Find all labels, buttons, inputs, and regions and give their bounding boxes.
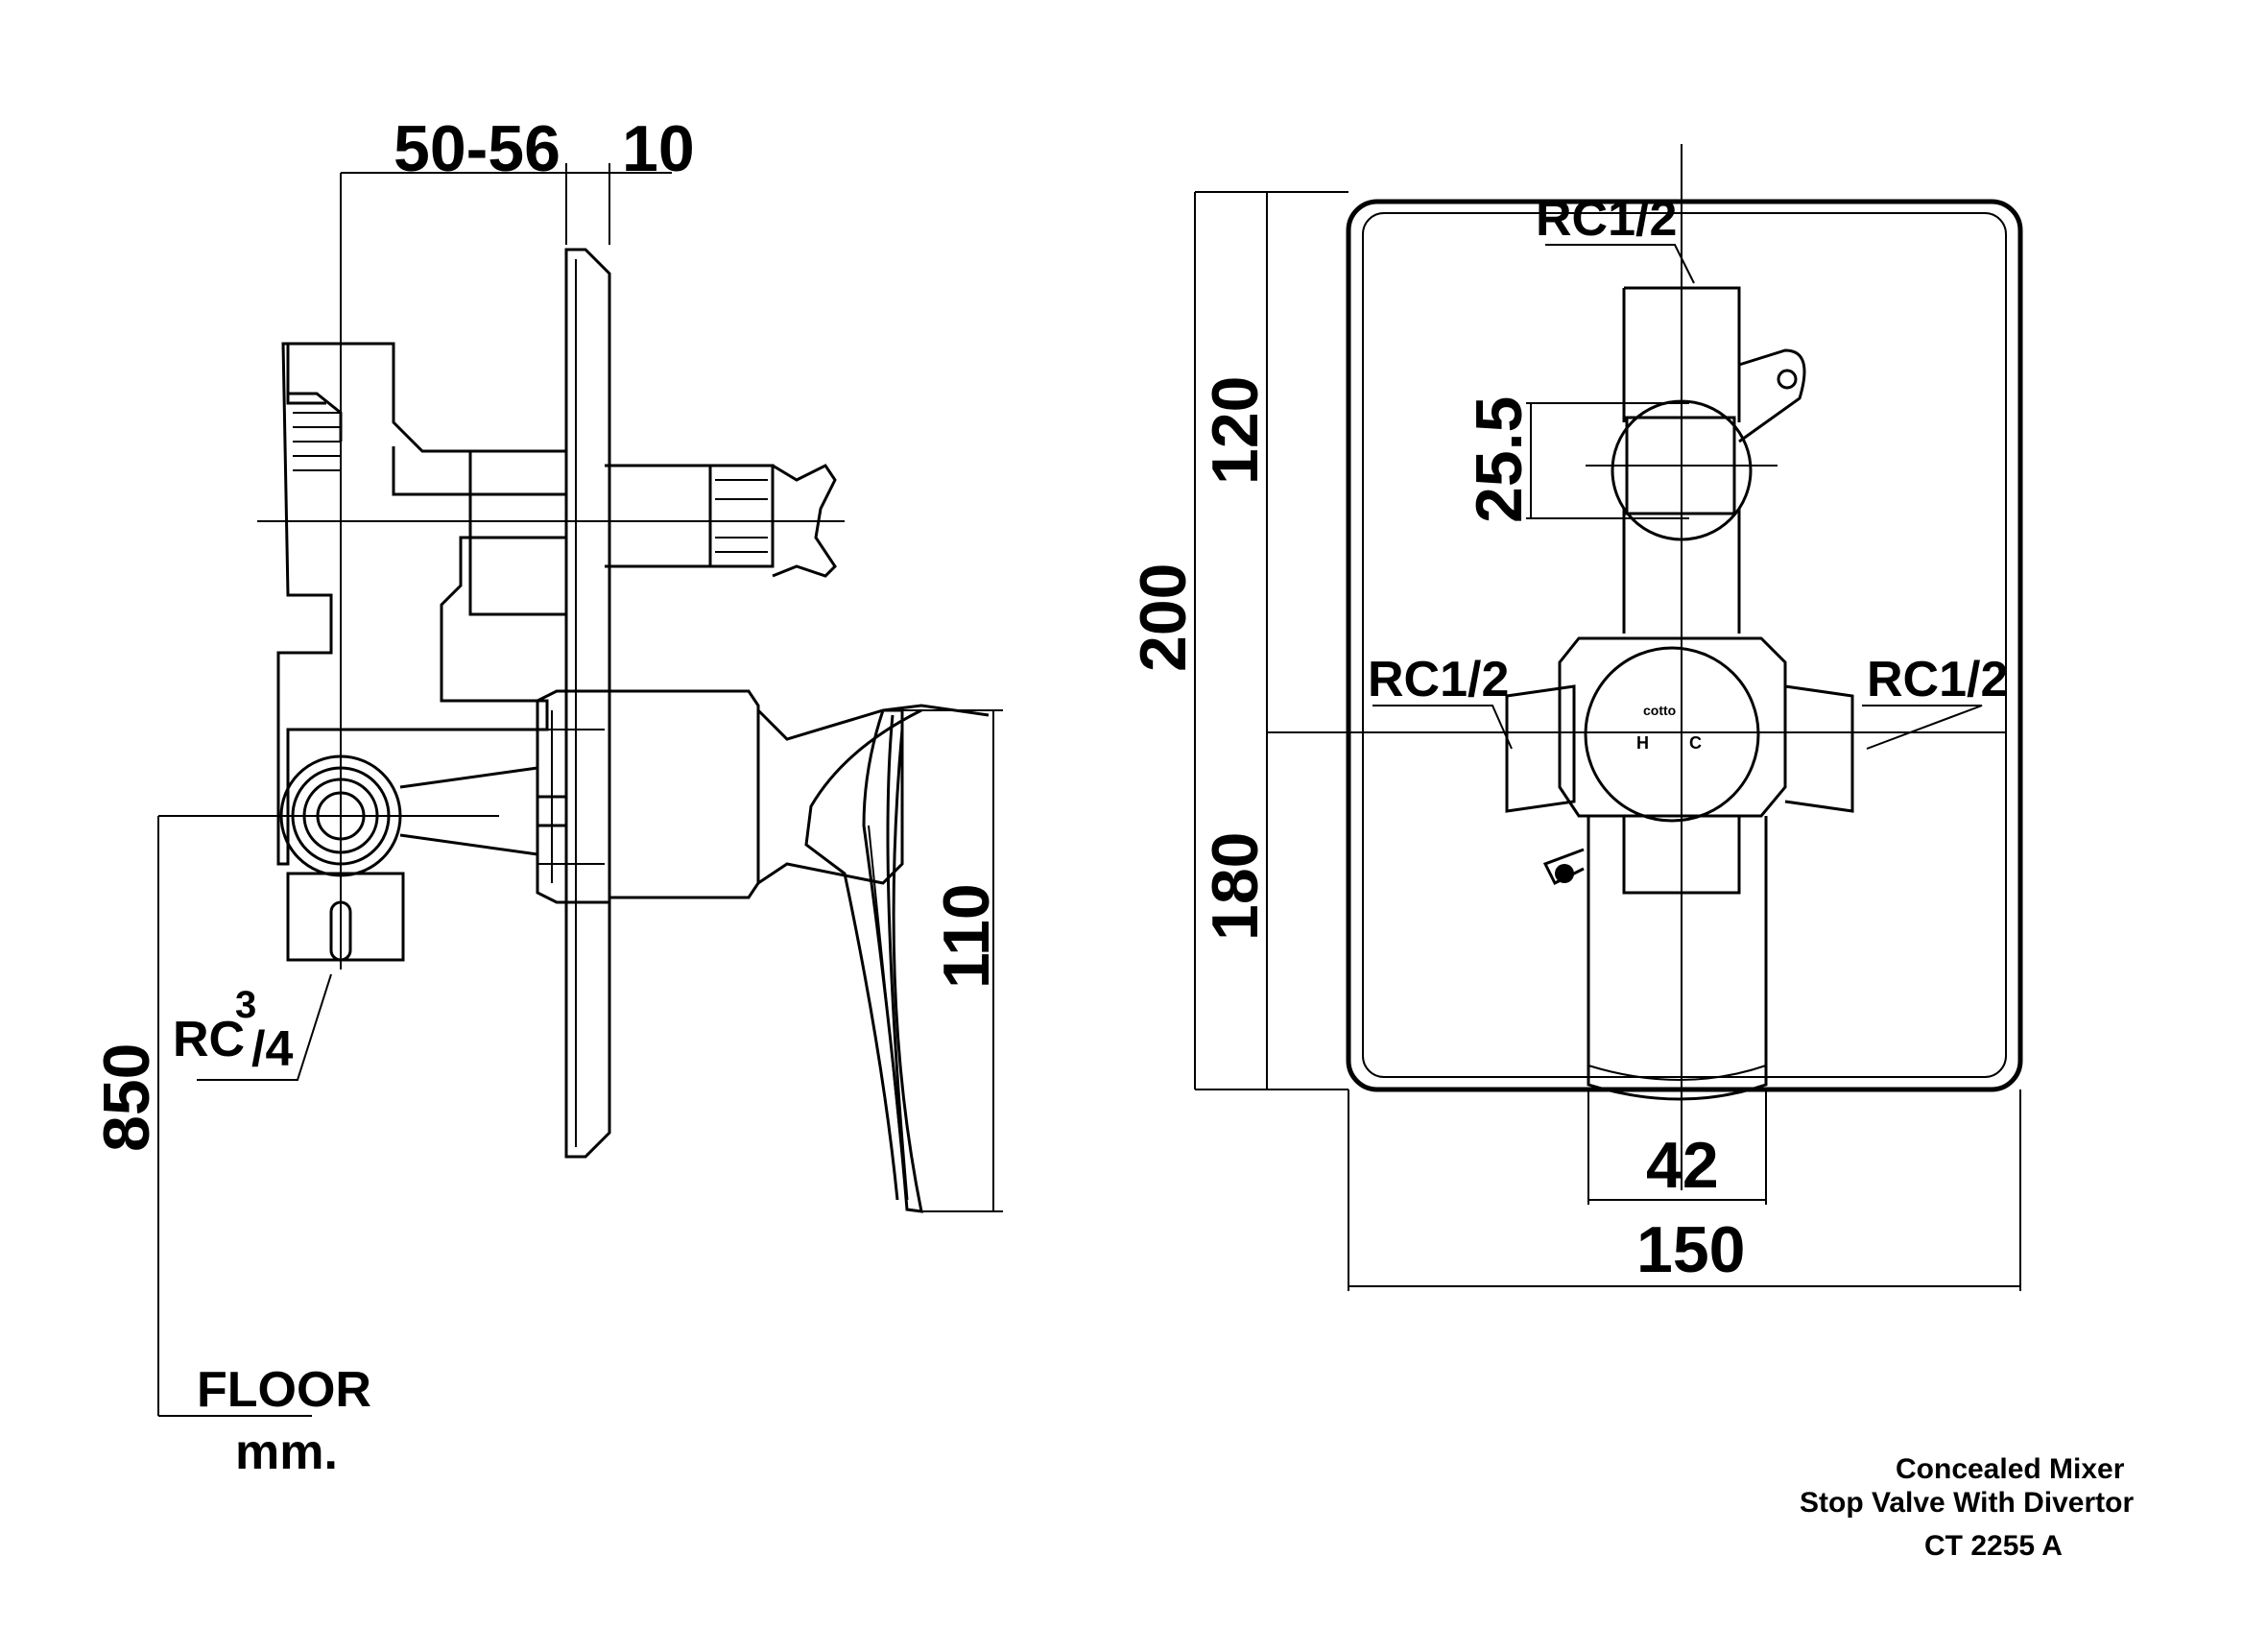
front-dimension-lines bbox=[1194, 191, 2021, 1291]
front-view: cotto H C bbox=[1267, 144, 2023, 1190]
side-view bbox=[257, 173, 990, 1213]
rc-left-label: RC1/2 bbox=[1368, 652, 1509, 707]
dim-plate-thickness: 10 bbox=[622, 112, 695, 185]
floor-label: FLOOR bbox=[197, 1362, 371, 1418]
brand-mark: cotto bbox=[1643, 703, 1676, 718]
side-dimension-lines bbox=[157, 163, 1003, 1417]
rc-bottom-label: RC bbox=[173, 1012, 245, 1067]
hot-mark: H bbox=[1636, 733, 1649, 753]
dim-top-section: 120 bbox=[1199, 376, 1272, 485]
title-line-1: Concealed Mixer bbox=[1896, 1453, 2125, 1485]
dim-floor-height: 850 bbox=[90, 1043, 163, 1152]
dim-bottom-section: 180 bbox=[1199, 832, 1272, 941]
unit-label: mm. bbox=[235, 1425, 338, 1480]
model-number: CT 2255 A bbox=[1924, 1530, 2063, 1562]
rc-bottom-sup: 3 bbox=[235, 984, 256, 1026]
rc-top-label: RC1/2 bbox=[1536, 191, 1677, 247]
title-block: Concealed Mixer Stop Valve With Divertor… bbox=[1800, 1453, 2134, 1562]
dim-valve-size: 25.5 bbox=[1463, 396, 1536, 523]
rc-bottom-fraction: /4 bbox=[251, 1021, 293, 1077]
dim-total-height: 200 bbox=[1127, 563, 1200, 672]
dim-total-width: 150 bbox=[1636, 1213, 1745, 1286]
dim-side-depth: 50-56 bbox=[394, 112, 561, 185]
rc-right-label: RC1/2 bbox=[1867, 652, 2008, 707]
dim-handle-height: 110 bbox=[930, 883, 1003, 989]
title-line-2: Stop Valve With Divertor bbox=[1800, 1487, 2134, 1519]
cold-mark: C bbox=[1689, 733, 1702, 753]
dim-handle-width: 42 bbox=[1646, 1129, 1719, 1202]
